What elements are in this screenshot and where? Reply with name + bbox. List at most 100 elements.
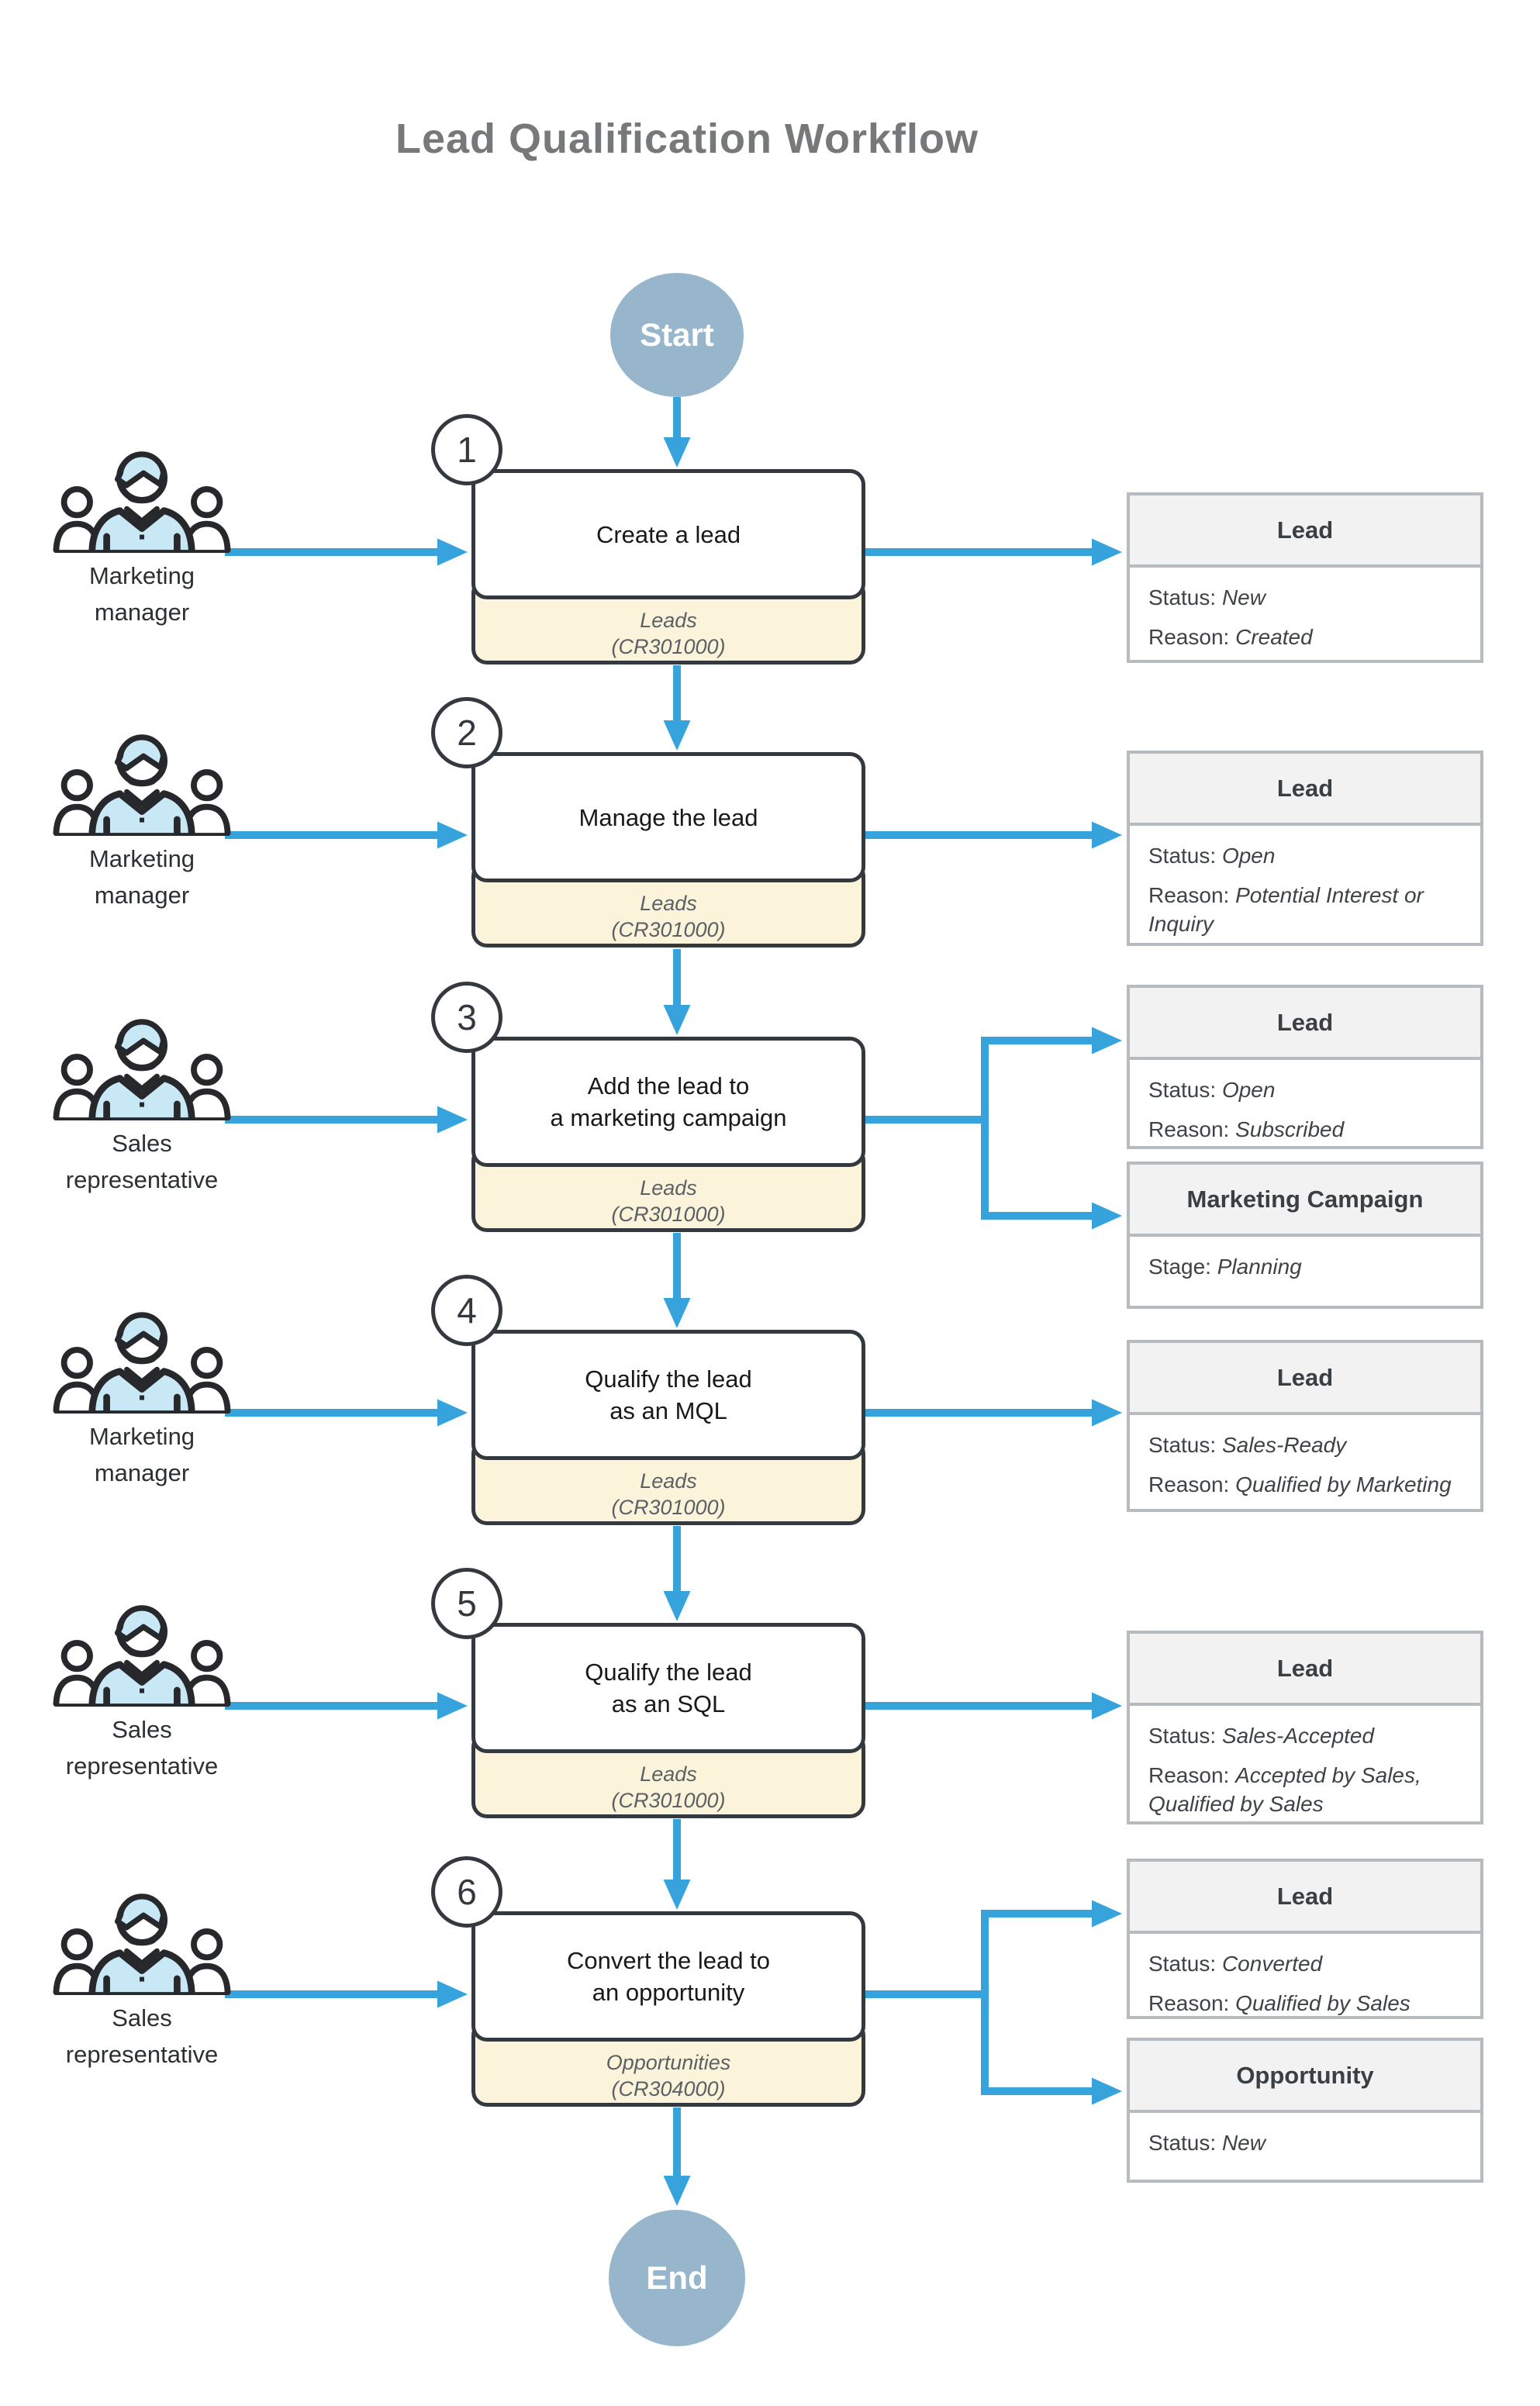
reason-row: Reason: Created bbox=[1148, 623, 1462, 651]
arrow-step6-to-lead bbox=[863, 1900, 1122, 1998]
field-label: Reason: bbox=[1148, 1117, 1230, 1141]
actor-label-step4: Marketing manager bbox=[2, 1418, 281, 1491]
field-label: Reason: bbox=[1148, 883, 1230, 907]
step-node-add-to-campaign: Add the lead to a marketing campaign bbox=[471, 1037, 865, 1167]
people-icon bbox=[53, 1892, 231, 1995]
info-box-title: Lead bbox=[1130, 1343, 1480, 1415]
step-number-badge: 2 bbox=[431, 697, 502, 768]
info-box-body: Status: New Reason: Created bbox=[1130, 568, 1480, 670]
actor-role-line1: Marketing bbox=[88, 562, 195, 589]
page-title: Lead Qualification Workflow bbox=[395, 116, 979, 162]
actor-label-step6: Sales representative bbox=[2, 2000, 281, 2073]
screen-ref-step6: Opportunities (CR304000) bbox=[471, 2049, 865, 2102]
actor-role-line2: manager bbox=[94, 1459, 190, 1486]
screen-name: Leads bbox=[640, 1176, 697, 1200]
info-box-title: Lead bbox=[1130, 1634, 1480, 1706]
step-node-qualify-mql: Qualify the lead as an MQL bbox=[471, 1330, 865, 1460]
status-row: Status: Sales-Ready bbox=[1148, 1431, 1462, 1459]
screen-name: Leads bbox=[640, 892, 697, 915]
info-box-lead-step6: Lead Status: Converted Reason: Qualified… bbox=[1127, 1859, 1483, 2019]
end-node: End bbox=[609, 2210, 745, 2346]
actor-role-line1: Sales bbox=[112, 2004, 172, 2031]
actor-role-line1: Sales bbox=[112, 1716, 172, 1743]
info-box-lead-step3: Lead Status: Open Reason: Subscribed bbox=[1127, 985, 1483, 1149]
field-label: Status: bbox=[1148, 844, 1217, 868]
status-row: Status: New bbox=[1148, 583, 1462, 612]
step-number: 5 bbox=[457, 1583, 477, 1624]
info-box-title: Lead bbox=[1130, 495, 1480, 568]
info-box-marketing-campaign: Marketing Campaign Stage: Planning bbox=[1127, 1162, 1483, 1309]
field-value: New bbox=[1221, 585, 1265, 609]
arrow-step3-to-lead bbox=[863, 1027, 1122, 1124]
field-value: Created bbox=[1235, 625, 1313, 649]
actor-role-line2: representative bbox=[65, 1166, 219, 1193]
reason-row: Reason: Subscribed bbox=[1148, 1115, 1462, 1144]
people-icon bbox=[53, 1017, 231, 1120]
screen-id: (CR301000) bbox=[611, 1203, 726, 1226]
step-node-manage-lead: Manage the lead bbox=[471, 752, 865, 882]
screen-name: Leads bbox=[640, 1762, 697, 1786]
actor-label-step2: Marketing manager bbox=[2, 841, 281, 913]
actor-label-step1: Marketing manager bbox=[2, 557, 281, 630]
actor-role-line2: manager bbox=[94, 599, 190, 626]
step-title-line1: Manage the lead bbox=[578, 803, 758, 831]
stage-row: Stage: Planning bbox=[1148, 1252, 1462, 1281]
step-title-line2: an opportunity bbox=[592, 1979, 745, 2006]
screen-name: Leads bbox=[640, 1469, 697, 1493]
screen-id: (CR301000) bbox=[611, 918, 726, 941]
field-label: Reason: bbox=[1148, 625, 1230, 649]
reason-row: Reason: Accepted by Sales, Qualified by … bbox=[1148, 1761, 1462, 1818]
screen-ref-step1: Leads (CR301000) bbox=[471, 607, 865, 660]
field-label: Status: bbox=[1148, 585, 1217, 609]
step-title-line2: as an MQL bbox=[609, 1397, 727, 1424]
status-row: Status: Open bbox=[1148, 1075, 1462, 1104]
info-box-lead-step2: Lead Status: Open Reason: Potential Inte… bbox=[1127, 751, 1483, 946]
step-number-badge: 1 bbox=[431, 414, 502, 485]
start-node: Start bbox=[610, 273, 744, 397]
field-label: Status: bbox=[1148, 1078, 1217, 1102]
field-value: Subscribed bbox=[1235, 1117, 1345, 1141]
step-number-badge: 4 bbox=[431, 1275, 502, 1346]
step-title-line1: Create a lead bbox=[596, 520, 741, 548]
info-box-lead-step4: Lead Status: Sales-Ready Reason: Qualifi… bbox=[1127, 1340, 1483, 1512]
field-value: Qualified by Marketing bbox=[1235, 1472, 1452, 1496]
field-label: Reason: bbox=[1148, 1472, 1230, 1496]
actor-role-line1: Marketing bbox=[88, 1423, 195, 1450]
field-value: Potential Interest or Inquiry bbox=[1148, 883, 1424, 936]
field-label: Status: bbox=[1148, 1433, 1217, 1457]
status-row: Status: Sales-Accepted bbox=[1148, 1721, 1462, 1750]
screen-id: (CR301000) bbox=[611, 1496, 726, 1519]
people-icon bbox=[53, 450, 231, 553]
screen-id: (CR301000) bbox=[611, 635, 726, 658]
step-number: 1 bbox=[457, 430, 477, 470]
step-number: 2 bbox=[457, 713, 477, 753]
step-number-badge: 5 bbox=[431, 1568, 502, 1639]
step-title-line1: Qualify the lead bbox=[585, 1365, 752, 1393]
step-number: 6 bbox=[457, 1872, 477, 1912]
step-title-line2: as an SQL bbox=[611, 1690, 726, 1717]
info-box-title: Lead bbox=[1130, 988, 1480, 1060]
end-label: End bbox=[646, 2259, 708, 2296]
field-value: New bbox=[1221, 2131, 1265, 2155]
step-node-create-lead: Create a lead bbox=[471, 469, 865, 599]
info-box-lead-step1: Lead Status: New Reason: Created bbox=[1127, 492, 1483, 663]
reason-row: Reason: Qualified by Marketing bbox=[1148, 1470, 1462, 1499]
status-row: Status: Converted bbox=[1148, 1949, 1462, 1978]
actor-role-line2: manager bbox=[94, 882, 190, 909]
actor-role-line2: representative bbox=[65, 2041, 219, 2068]
info-box-opportunity: Opportunity Status: New bbox=[1127, 2038, 1483, 2183]
field-label: Status: bbox=[1148, 1952, 1217, 1976]
field-value: Converted bbox=[1221, 1952, 1323, 1976]
step-title-line1: Qualify the lead bbox=[585, 1659, 752, 1686]
info-box-title: Lead bbox=[1130, 1862, 1480, 1934]
step-number-badge: 6 bbox=[431, 1856, 502, 1928]
actor-label-step3: Sales representative bbox=[2, 1125, 281, 1198]
step-number: 3 bbox=[457, 997, 477, 1037]
field-value: Qualified by Sales bbox=[1235, 1991, 1411, 2015]
step-title-line2: a marketing campaign bbox=[550, 1104, 787, 1131]
info-box-lead-step5: Lead Status: Sales-Accepted Reason: Acce… bbox=[1127, 1631, 1483, 1824]
actor-role-line2: representative bbox=[65, 1752, 219, 1779]
people-icon bbox=[53, 1310, 231, 1414]
arrow-step6-to-opportunity bbox=[981, 1994, 1122, 2105]
info-box-body: Status: Open Reason: Potential Interest … bbox=[1130, 826, 1480, 957]
